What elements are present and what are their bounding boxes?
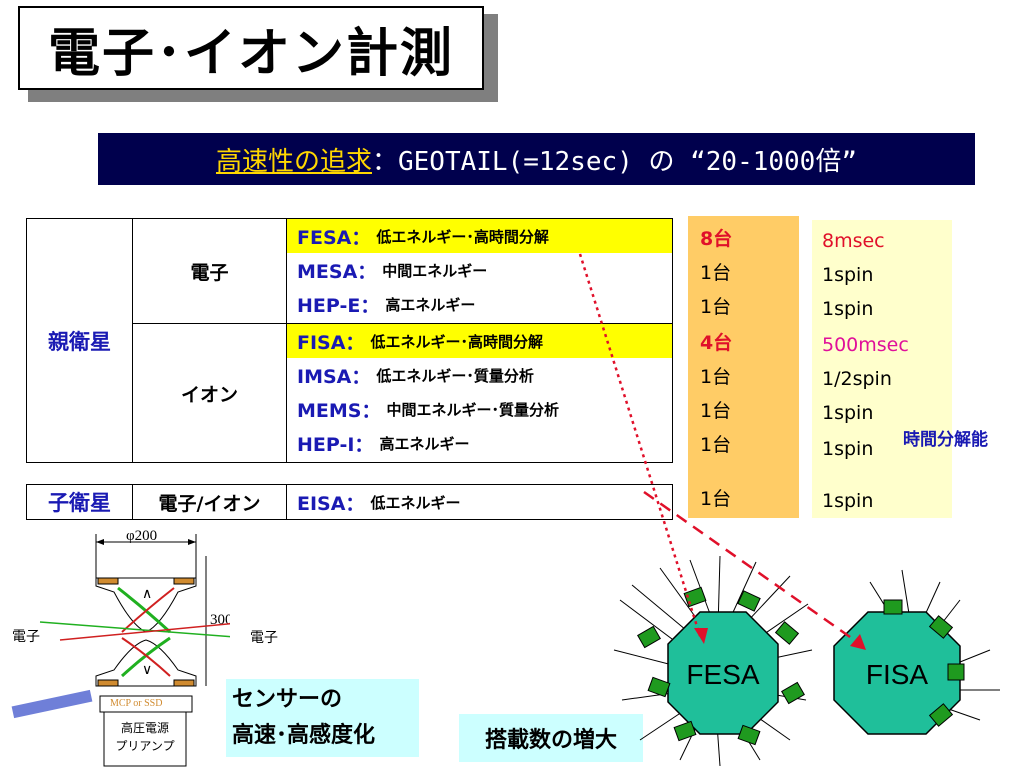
box-line2: プリアンプ bbox=[115, 739, 174, 753]
instrument-desc: 低エネルギー･高時間分解 bbox=[370, 332, 543, 351]
slide-title: 電子･イオン計測 bbox=[18, 6, 484, 90]
count-mems: 1台 bbox=[700, 400, 732, 422]
instrument-row-mesa: MESA： 中間エネルギー bbox=[287, 253, 672, 287]
res-eisa: 1spin bbox=[822, 490, 874, 512]
instrument-row-imsa: IMSA： 低エネルギー･質量分析 bbox=[287, 358, 672, 392]
electron-group-label: 電子 bbox=[132, 218, 287, 324]
instrument-row-fesa: FESA： 低エネルギー･高時間分解 bbox=[287, 219, 672, 253]
sensor-text: センサーの 高速･高感度化 bbox=[226, 679, 419, 757]
instrument-name: FISA： bbox=[297, 331, 365, 354]
res-fisa: 500msec bbox=[822, 334, 909, 356]
instrument-desc: 中間エネルギー bbox=[382, 261, 488, 280]
diameter-label: φ200 bbox=[126, 528, 157, 544]
instrument-desc: 高エネルギー bbox=[385, 295, 476, 314]
count-hep-i: 1台 bbox=[700, 434, 732, 456]
fisa-octagon bbox=[833, 611, 961, 735]
svg-text:∧: ∧ bbox=[142, 586, 152, 602]
electron-right-label: 電子 bbox=[250, 630, 278, 646]
mount-text: 搭載数の増大 bbox=[459, 714, 643, 762]
instrument-name: MESA： bbox=[297, 260, 377, 283]
box-line1: 高圧電源 bbox=[121, 720, 169, 735]
res-mesa: 1spin bbox=[822, 264, 874, 286]
banner-lead: 高速性の追求 bbox=[215, 146, 372, 177]
instrument-name: HEP-I： bbox=[297, 433, 374, 456]
instrument-row-mems: MEMS： 中間エネルギー･質量分析 bbox=[287, 392, 672, 426]
instrument-desc: 低エネルギー bbox=[370, 493, 461, 512]
child-instruments: EISA： 低エネルギー bbox=[286, 484, 673, 520]
count-fesa: 8台 bbox=[700, 228, 733, 250]
res-mems: 1spin bbox=[822, 402, 874, 424]
count-column bbox=[688, 216, 799, 518]
instrument-name: IMSA： bbox=[297, 365, 371, 388]
instrument-row-eisa: EISA： 低エネルギー bbox=[287, 485, 672, 519]
res-hep-e: 1spin bbox=[822, 298, 874, 320]
count-fisa: 4台 bbox=[700, 332, 733, 354]
instrument-desc: 低エネルギー･高時間分解 bbox=[376, 227, 549, 246]
svg-text:∨: ∨ bbox=[142, 662, 152, 678]
child-satellite-label: 子衛星 bbox=[26, 484, 133, 520]
instrument-name: MEMS： bbox=[297, 399, 381, 422]
sensor-diagram: φ200 300 ∧ ∨ 電子 MCP or SSD 高圧電源 プリアンプ bbox=[11, 528, 230, 767]
instrument-table: 親衛星 電子 FESA： 低エネルギー･高時間分解 MESA： 中間エネルギー HE… bbox=[26, 218, 673, 463]
resolution-column bbox=[812, 220, 952, 518]
ion-group-label: イオン bbox=[132, 323, 287, 463]
res-hep-i: 1spin bbox=[822, 438, 874, 460]
child-satellite-table: 子衛星 電子/イオン EISA： 低エネルギー bbox=[26, 484, 673, 520]
count-hep-e: 1台 bbox=[700, 296, 732, 318]
ion-instruments: FISA： 低エネルギー･高時間分解 IMSA： 低エネルギー･質量分析 MEMS：… bbox=[286, 323, 673, 463]
speed-banner: 高速性の追求：GEOTAIL(=12sec) の “20-1000倍” bbox=[98, 133, 975, 185]
count-imsa: 1台 bbox=[700, 366, 732, 388]
fisa-label: FISA bbox=[866, 659, 929, 690]
electron-left-label: 電子 bbox=[12, 629, 40, 645]
child-group-label: 電子/イオン bbox=[132, 484, 287, 520]
banner-rest: ：GEOTAIL(=12sec) の “20-1000倍” bbox=[372, 146, 857, 177]
instrument-row-hep-e: HEP-E： 高エネルギー bbox=[287, 287, 672, 321]
instrument-desc: 高エネルギー bbox=[379, 434, 470, 453]
count-mesa: 1台 bbox=[700, 262, 732, 284]
sensor-line1: センサーの bbox=[232, 687, 343, 712]
instrument-row-hep-i: HEP-I： 高エネルギー bbox=[287, 426, 672, 460]
instrument-name: EISA： bbox=[297, 492, 365, 515]
fesa-label: FESA bbox=[686, 659, 759, 690]
res-imsa: 1/2spin bbox=[822, 368, 892, 390]
count-eisa: 1台 bbox=[700, 488, 732, 510]
instrument-row-fisa: FISA： 低エネルギー･高時間分解 bbox=[287, 324, 672, 358]
instrument-desc: 低エネルギー･質量分析 bbox=[376, 366, 534, 385]
sensor-line2: 高速･高感度化 bbox=[232, 723, 376, 748]
instrument-name: FESA： bbox=[297, 226, 371, 249]
mcp-label: MCP or SSD bbox=[110, 698, 162, 709]
electron-instruments: FESA： 低エネルギー･高時間分解 MESA： 中間エネルギー HEP-E： 高エネ… bbox=[286, 218, 673, 324]
instrument-name: HEP-E： bbox=[297, 294, 380, 317]
fesa-octagon bbox=[667, 611, 779, 735]
parent-satellite-label: 親衛星 bbox=[26, 218, 133, 463]
time-resolution-label: 時間分解能 bbox=[903, 430, 988, 450]
instrument-desc: 中間エネルギー･質量分析 bbox=[386, 400, 559, 419]
res-fesa: 8msec bbox=[822, 230, 885, 252]
